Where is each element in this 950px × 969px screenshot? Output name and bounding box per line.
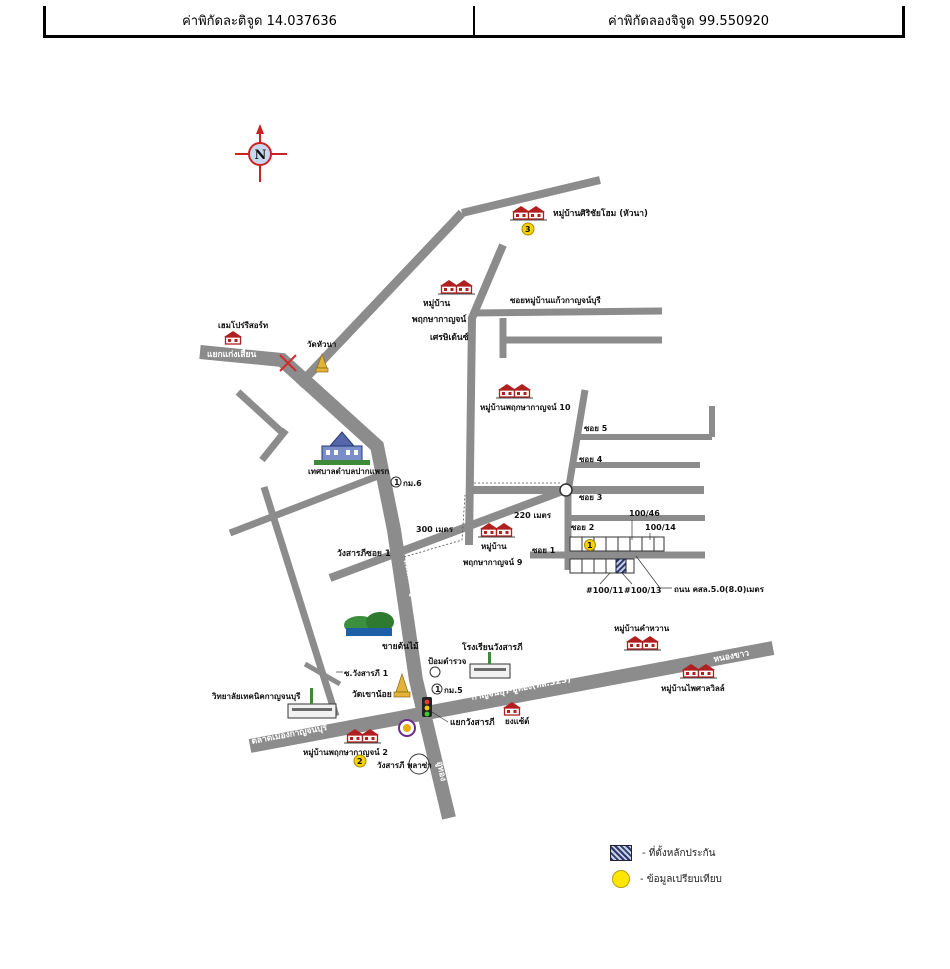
village-prueksa-line1: หมู่บ้าน — [423, 298, 450, 309]
svg-text:1: 1 — [435, 685, 441, 694]
km5-label: กม.5 — [444, 686, 463, 695]
svg-text:1: 1 — [587, 541, 593, 550]
traffic-light-icon — [422, 697, 432, 717]
village-phaisan-label: หมู่บ้านไพศาลวิลล์ — [661, 683, 725, 694]
plaza-logo-icon — [398, 719, 416, 737]
village-3-icon — [510, 206, 547, 220]
village-3-label: หมู่บ้านศิริชัยโฮม (หัวนา) — [553, 208, 648, 219]
plant-shop-label: ขายต้นไม้ — [382, 641, 419, 652]
yaek-wangsarapi-label: แยกวังสารภี — [450, 717, 495, 728]
km6-marker-icon — [390, 476, 402, 488]
coordinate-bar: ค่าพิกัดละติจูด 14.037636 ค่าพิกัดลองจิจ… — [43, 6, 905, 38]
compass-rose-icon: N — [235, 124, 287, 182]
comparison-circle-icon — [612, 870, 630, 888]
plant-shop-icon — [344, 612, 394, 636]
west-branch-road-2 — [259, 427, 289, 463]
soi-village-kaew-road — [471, 307, 663, 317]
legend-collateral-label: - ที่ตั้งหลักประกัน — [642, 847, 716, 859]
house-no-100-13-label: #100/13 — [624, 586, 661, 595]
soi2-label: ซอย 2 — [571, 523, 594, 532]
municipality-label: เทศบาลตำบลปากแพรก — [308, 467, 389, 476]
km5-marker-icon — [431, 683, 443, 695]
concrete-road-label: ถนน คสล.5.0(8.0)เมตร — [674, 585, 765, 594]
village-2-label: หมู่บ้านพฤกษากาญจน์ 2 — [303, 747, 388, 758]
south-road-label: อู่ทอง — [434, 760, 449, 782]
main-highway-road — [199, 345, 456, 820]
municipality-road — [228, 472, 380, 537]
school-label: โรงเรียนวังสารภี — [461, 642, 523, 653]
collateral-hatch-icon — [610, 845, 632, 861]
longitude-label: ค่าพิกัดลองจิจูด 99.550920 — [473, 6, 902, 35]
north-diagonal-road — [295, 209, 466, 389]
home-resort-icon — [223, 330, 243, 345]
soi5-label: ซอย 5 — [584, 424, 608, 433]
soi4-label: ซอย 4 — [579, 455, 603, 464]
prueksa-vertical-road — [465, 243, 507, 546]
soi-wangsarapi1-label: ซ.วังสารภี 1 — [344, 668, 389, 678]
legend-row-collateral: - ที่ตั้งหลักประกัน — [610, 842, 722, 864]
soi3-label: ซอย 3 — [579, 493, 602, 502]
wangsarapi1-road — [260, 485, 340, 718]
distance-300m-label: 300 เมตร — [416, 525, 454, 534]
map-legend: - ที่ตั้งหลักประกัน - ข้อมูลเปรียบเทียบ — [610, 842, 722, 894]
village-prueksa-line3: เศรษิเด้นซ์ — [430, 332, 469, 343]
road-network — [199, 176, 775, 820]
collateral-plot-icon — [615, 558, 627, 574]
house-no-100-11-label: #100/11 — [586, 586, 624, 595]
kanchanaburi-uthong-road — [248, 641, 775, 753]
yaek-kaeng-sian-label: แยกแก่งเสี้ยน — [207, 347, 256, 360]
home-resort-label: เฮมโปร่รีสอร์ท — [218, 320, 268, 330]
soi-village-kaew-label: ซอยหมู่บ้านแก้วกาญจน์บุรี — [510, 295, 601, 306]
house-no-100-14-label: 100/14 — [645, 523, 676, 532]
svg-text:N: N — [255, 148, 267, 163]
village-prueksa-residence-icon — [438, 280, 475, 294]
village-9-line1: หมู่บ้าน — [481, 541, 507, 552]
school-icon — [469, 652, 511, 679]
wangsarapi-soi1-road — [328, 485, 570, 582]
village-kham-wan-icon — [624, 636, 661, 650]
house-no-100-46-label: 100/46 — [629, 509, 660, 518]
village-10-icon — [496, 384, 533, 398]
legend-row-comparison: - ข้อมูลเปรียบเทียบ — [610, 868, 722, 890]
marker-1-icon — [584, 539, 596, 551]
marker-3-icon — [521, 222, 535, 236]
plaza-circle-icon — [408, 753, 430, 775]
temple-icon — [315, 352, 329, 373]
village-10-label: หมู่บ้านพฤกษากาญจน์ 10 — [480, 402, 571, 413]
marker-2-icon — [353, 754, 367, 768]
wat-khao-noi-label: วัดเขาน้อย — [352, 689, 392, 700]
wat-khao-noi-icon — [393, 672, 411, 698]
svg-text:1: 1 — [394, 478, 400, 487]
village-9-icon — [478, 523, 515, 537]
college-stub-road — [303, 661, 342, 687]
legend-comparison-label: - ข้อมูลเปรียบเทียบ — [640, 873, 722, 885]
closed-junction-icon — [279, 354, 297, 372]
soi1-label: ซอย 1 — [532, 546, 556, 555]
north-top-road — [461, 176, 601, 217]
roundabout-icon — [559, 483, 573, 497]
wangsarapi-soi1-label: วังสารภีซอย 1 — [337, 548, 391, 559]
police-box-label: ป้อมตำรวจ — [428, 656, 467, 666]
college-icon — [287, 688, 337, 719]
village-prueksa-line2: พฤกษากาญจน์ — [412, 314, 466, 325]
svg-text:3: 3 — [525, 225, 531, 234]
svg-text:2: 2 — [357, 757, 363, 766]
police-box-icon — [429, 666, 441, 678]
village-kham-wan-label: หมู่บ้านคำหวาน — [614, 623, 670, 634]
village-9-line2: พฤกษากาญจน์ 9 — [463, 557, 523, 568]
college-label: วิทยาลัยเทคนิคกาญจนบุรี — [211, 691, 301, 702]
wangsarapi-plaza-label: วังสารภี พลาซ่า — [377, 760, 432, 770]
west-branch-road — [235, 389, 288, 438]
municipality-building-icon — [314, 431, 370, 465]
distance-220m-label: 220 เมตร — [514, 511, 552, 520]
yong-sae-label: ยงแซ้ต์ — [505, 716, 529, 726]
latitude-label: ค่าพิกัดละติจูด 14.037636 — [182, 14, 337, 29]
wat-hua-na-label: วัดหัวนา — [307, 340, 336, 349]
km6-label: กม.6 — [403, 479, 422, 488]
